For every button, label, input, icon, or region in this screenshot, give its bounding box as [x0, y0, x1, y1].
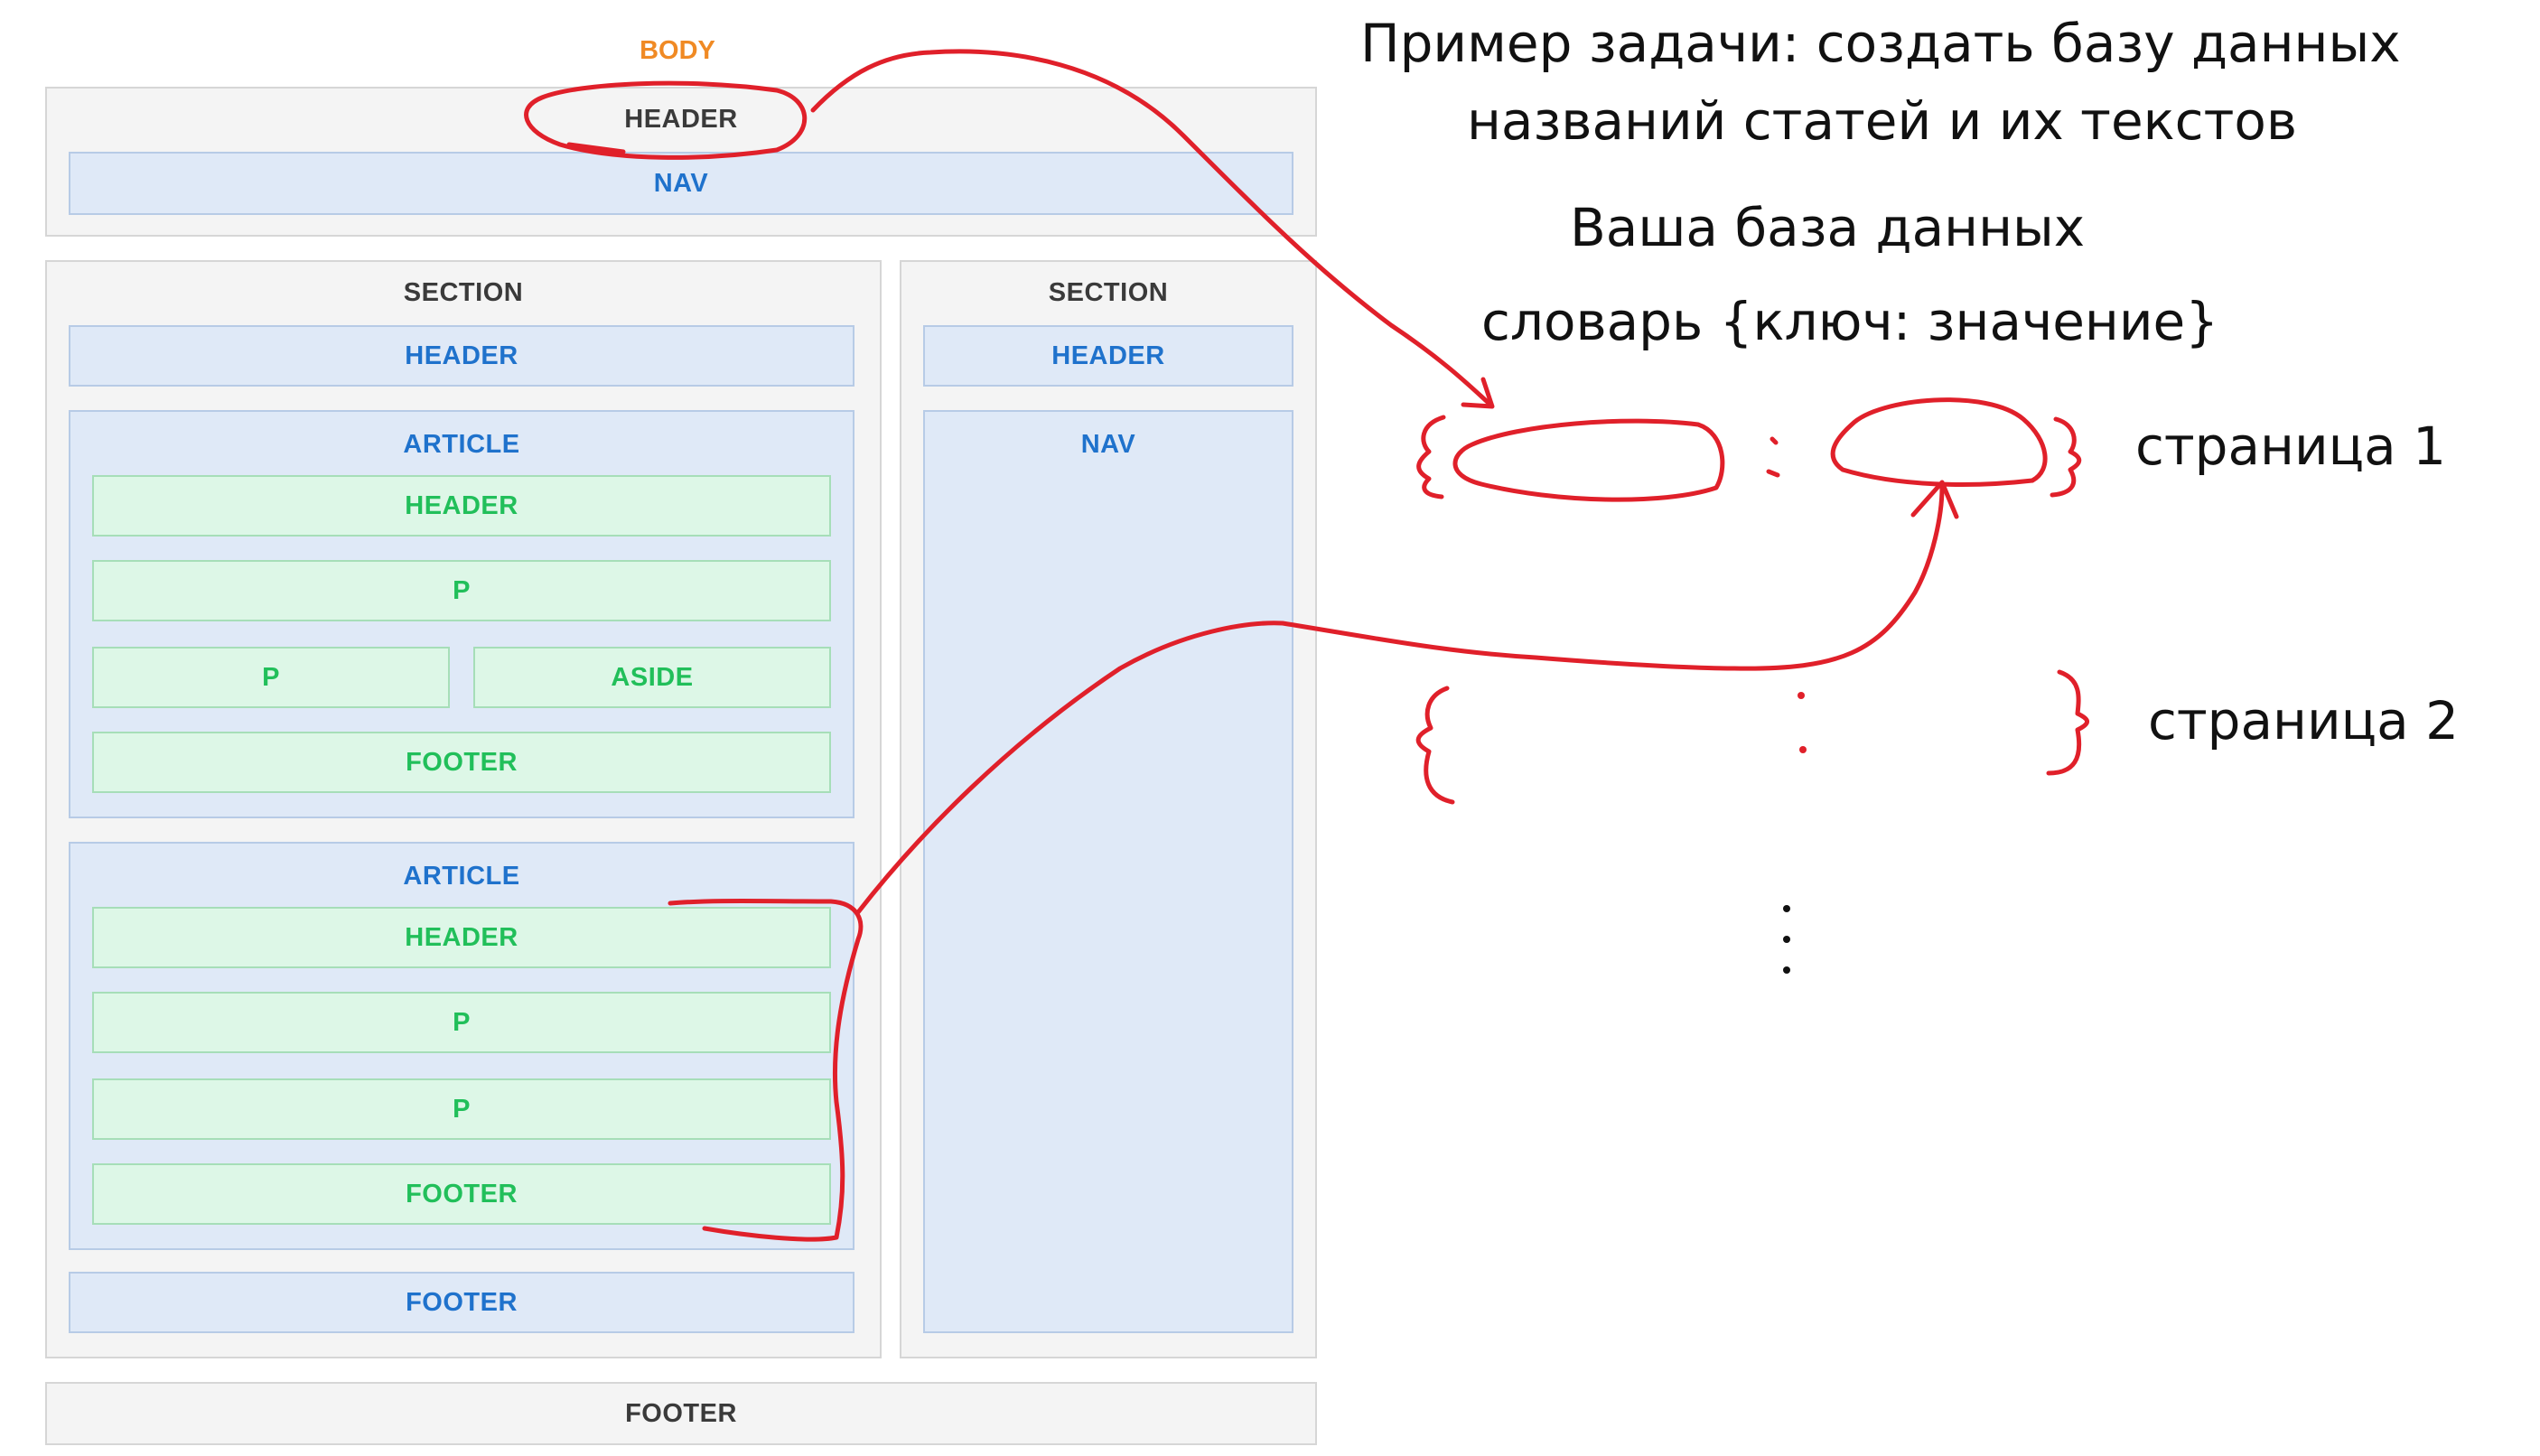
ellipsis-dot-3 [1783, 966, 1790, 974]
ellipsis-dot-2 [1783, 936, 1790, 943]
article-2-footer-label: FOOTER [406, 1179, 518, 1209]
article-1-p1: P [92, 560, 831, 621]
body-label: BODY [640, 36, 715, 65]
article-1-footer: FOOTER [92, 732, 831, 793]
article-2-footer: FOOTER [92, 1163, 831, 1225]
article-2-label: ARTICLE [403, 862, 520, 891]
ellipsis-dot-1 [1783, 905, 1790, 912]
top-header-label: HEADER [624, 105, 738, 134]
article-2-p1-label: P [453, 1007, 471, 1037]
article-2-header: HEADER [92, 907, 831, 968]
article-1-footer-label: FOOTER [406, 747, 518, 777]
colon-bottom-1 [1766, 469, 1780, 478]
article-1-header-label: HEADER [405, 490, 518, 520]
article-2-p2: P [92, 1078, 831, 1140]
article-1-aside: ASIDE [473, 647, 831, 708]
colon-top-2 [1798, 692, 1805, 699]
key-oval [1452, 418, 1725, 502]
main-section-header-label: HEADER [405, 341, 518, 370]
side-section-header: HEADER [923, 325, 1293, 387]
top-nav-block: NAV [69, 152, 1293, 215]
brace-open-2 [1415, 686, 1455, 805]
task-line-1: Пример задачи: создать базу данных [1360, 13, 2401, 74]
value-oval [1830, 397, 2048, 487]
top-nav-label: NAV [653, 168, 709, 198]
dict-line: словарь {ключ: значение} [1481, 291, 2219, 352]
article-1-header: HEADER [92, 475, 831, 537]
article-1-p1-label: P [453, 575, 471, 605]
article-1-p2-label: P [262, 662, 280, 692]
article-2-header-label: HEADER [405, 922, 518, 952]
page-1-label: страница 1 [2135, 415, 2447, 477]
colon-bottom-2 [1799, 746, 1807, 753]
article-1-label: ARTICLE [403, 430, 520, 459]
arrow-head-value [1910, 480, 1959, 519]
brace-close-2 [2046, 669, 2089, 776]
page-footer-label: FOOTER [625, 1398, 737, 1428]
main-section-label: SECTION [403, 278, 524, 307]
article-1-aside-label: ASIDE [611, 662, 694, 692]
side-section-nav-label: NAV [1080, 430, 1136, 459]
article-2-p2-label: P [453, 1094, 471, 1124]
main-section-footer-label: FOOTER [406, 1287, 518, 1317]
article-2-p1: P [92, 992, 831, 1053]
brace-open-1 [1416, 415, 1446, 499]
side-section-header-label: HEADER [1051, 341, 1165, 370]
colon-top-1 [1770, 436, 1779, 445]
db-line: Ваша база данных [1570, 197, 2086, 258]
main-section-header: HEADER [69, 325, 854, 387]
article-1-p2: P [92, 647, 450, 708]
brace-close-1 [2050, 416, 2082, 498]
main-section-footer: FOOTER [69, 1272, 854, 1333]
page-footer: FOOTER [45, 1382, 1317, 1445]
page-2-label: страница 2 [2148, 690, 2460, 751]
side-section-nav: NAV [923, 410, 1293, 1333]
task-line-2: названий статей и их текстов [1467, 90, 2298, 152]
arrow-head-key [1461, 377, 1495, 409]
side-section-label: SECTION [1048, 278, 1169, 307]
